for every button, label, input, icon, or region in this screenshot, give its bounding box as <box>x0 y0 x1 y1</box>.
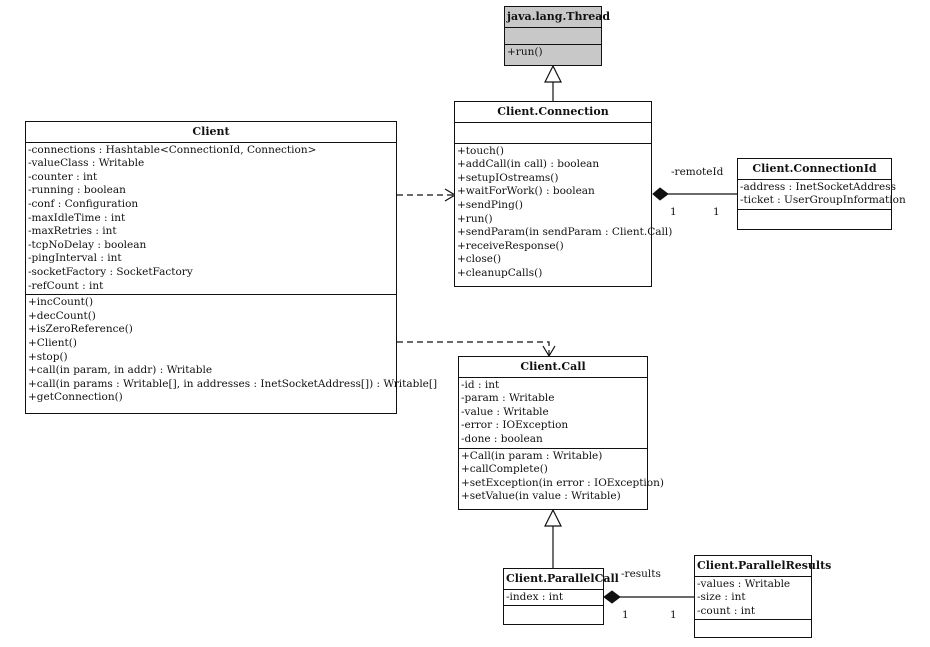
dependency-client-call <box>397 341 550 356</box>
methods-section: +touch() +addCall(in call) : boolean +se… <box>455 144 673 282</box>
attribute: -size : int <box>697 591 746 604</box>
class-connection-id[interactable]: Client.ConnectionId -address : InetSocke… <box>737 158 906 230</box>
class-name: Client.Connection <box>455 102 651 123</box>
attributes-section: -id : int -param : Writable -value : Wri… <box>459 378 647 449</box>
method: +close() <box>457 253 502 266</box>
method: +call(in params : Writable[], in address… <box>28 377 438 390</box>
attribute: -maxIdleTime : int <box>28 211 126 224</box>
attribute: -index : int <box>506 590 564 603</box>
method: +isZeroReference() <box>28 323 133 336</box>
class-connection[interactable]: Client.Connection +touch() +addCall(in c… <box>454 101 673 287</box>
attribute: -values : Writable <box>697 577 791 590</box>
attribute: -counter : int <box>28 170 98 183</box>
methods-section <box>504 606 603 620</box>
role-label-remoteid: -remoteId <box>671 166 724 178</box>
multiplicity-connection-id: 1 <box>713 206 720 218</box>
class-client[interactable]: Client -connections : Hashtable<Connecti… <box>25 121 438 414</box>
attribute: -id : int <box>461 378 500 391</box>
method: +addCall(in call) : boolean <box>457 158 600 171</box>
generalization-arrowhead-call <box>544 508 562 527</box>
method: +stop() <box>28 350 68 363</box>
class-name: Client.Call <box>459 357 647 378</box>
class-parallel-results[interactable]: Client.ParallelResults -values : Writabl… <box>694 555 831 638</box>
method: +sendPing() <box>457 198 523 211</box>
attributes-section: -values : Writable -size : int -count : … <box>695 577 811 621</box>
method: +touch() <box>457 144 504 157</box>
attribute: -address : InetSocketAddress <box>740 180 897 193</box>
method: +Client() <box>28 336 77 349</box>
multiplicity-parallel-results: 1 <box>670 609 677 621</box>
method: +callComplete() <box>461 463 548 476</box>
attribute: -pingInterval : int <box>28 252 122 265</box>
attribute: -count : int <box>697 604 756 617</box>
class-name: Client.ParallelResults <box>695 556 831 577</box>
method: +decCount() <box>28 309 96 322</box>
class-name: java.lang.Thread <box>505 7 610 28</box>
method: +incCount() <box>28 296 94 309</box>
attributes-section: -index : int <box>504 590 603 607</box>
methods-section: +run() <box>505 45 601 61</box>
methods-section: +incCount() +decCount() +isZeroReference… <box>26 295 438 406</box>
method: +getConnection() <box>28 391 123 404</box>
multiplicity-parallel-call: 1 <box>622 609 629 621</box>
attribute: -conf : Configuration <box>28 197 139 210</box>
attribute: -valueClass : Writable <box>28 157 145 170</box>
attribute: -done : boolean <box>461 432 543 445</box>
method: +Call(in param : Writable) <box>461 449 603 462</box>
methods-section <box>695 620 811 634</box>
class-call[interactable]: Client.Call -id : int -param : Writable … <box>458 356 664 510</box>
method: +receiveResponse() <box>457 239 564 252</box>
class-name: Client.ConnectionId <box>738 159 891 180</box>
attribute: -maxRetries : int <box>28 225 117 238</box>
methods-section: +Call(in param : Writable) +callComplete… <box>459 449 664 505</box>
attribute: -param : Writable <box>461 392 555 405</box>
class-parallel-call[interactable]: Client.ParallelCall -index : int <box>503 568 619 625</box>
method: +setValue(in value : Writable) <box>461 490 621 503</box>
method: +run() <box>507 45 543 58</box>
attribute: -socketFactory : SocketFactory <box>28 265 193 278</box>
method: +waitForWork() : boolean <box>457 185 595 198</box>
method: +cleanupCalls() <box>457 266 543 279</box>
attribute: -connections : Hashtable<ConnectionId, C… <box>28 143 317 156</box>
attributes-section: -connections : Hashtable<ConnectionId, C… <box>26 143 396 296</box>
attributes-section: -address : InetSocketAddress -ticket : U… <box>738 180 906 210</box>
method: +run() <box>457 212 493 225</box>
class-thread[interactable]: java.lang.Thread +run() <box>504 6 610 66</box>
attribute: -tcpNoDelay : boolean <box>28 238 147 251</box>
multiplicity-connection: 1 <box>670 206 677 218</box>
method: +sendParam(in sendParam : Client.Call) <box>457 226 673 239</box>
attribute: -error : IOException <box>461 419 569 432</box>
attribute: -ticket : UserGroupInformation <box>740 194 906 207</box>
attribute: -refCount : int <box>28 279 104 292</box>
generalization-arrowhead-thread <box>544 64 562 83</box>
composition-diamond-parallelcall <box>603 590 621 604</box>
class-name: Client <box>26 122 396 143</box>
class-name: Client.ParallelCall <box>504 569 619 590</box>
method: +call(in param, in addr) : Writable <box>28 364 213 377</box>
role-label-results: -results <box>621 568 661 580</box>
method: +setupIOstreams() <box>457 171 559 184</box>
attribute: -value : Writable <box>461 405 549 418</box>
attributes-section <box>505 28 601 45</box>
methods-section <box>738 210 891 224</box>
method: +setException(in error : IOException) <box>461 476 664 489</box>
attribute: -running : boolean <box>28 184 126 197</box>
attributes-section <box>455 123 651 144</box>
composition-diamond-connection <box>652 187 669 201</box>
